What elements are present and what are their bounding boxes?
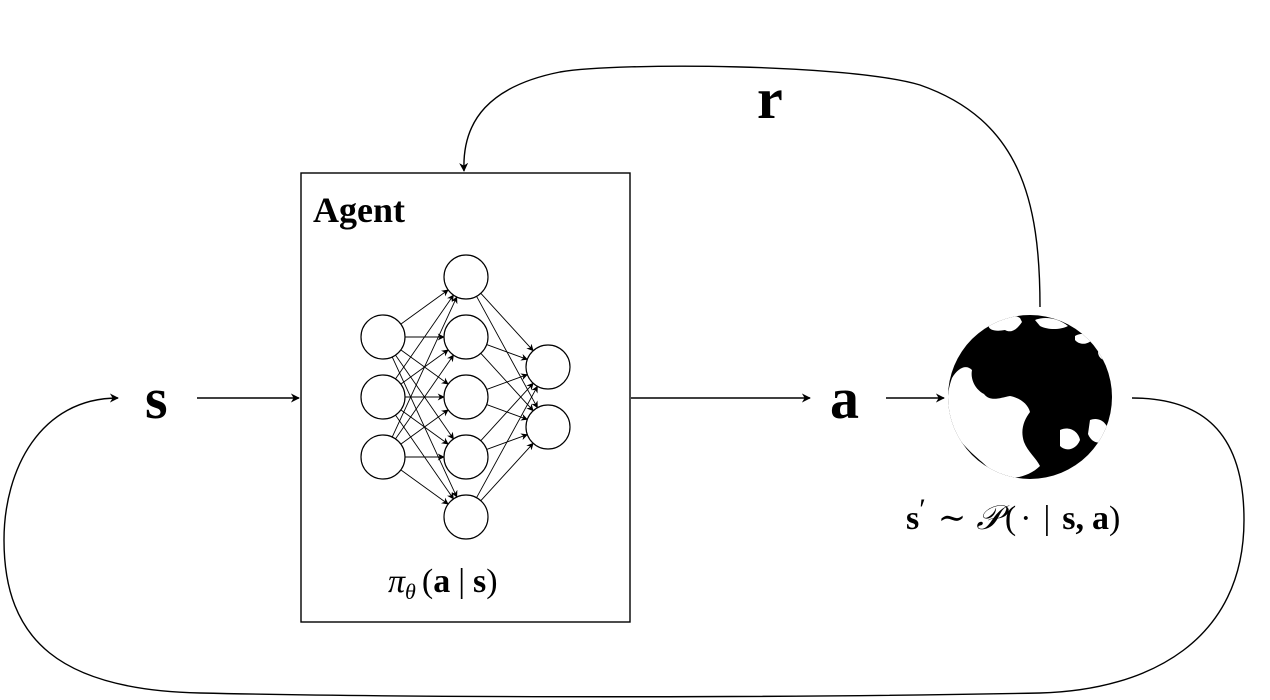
- reward-label: r: [757, 66, 783, 131]
- policy-pi: π: [388, 563, 406, 600]
- transition-action: a: [1092, 500, 1109, 537]
- policy-close-paren: ): [486, 563, 497, 600]
- network-edge-1-2-0: [486, 373, 528, 390]
- action-label: a: [830, 366, 859, 431]
- network-edge-0-2-1: [395, 354, 454, 440]
- reward-arrow: [459, 65, 1041, 308]
- policy-bar: |: [458, 563, 465, 600]
- policy-network: [360, 254, 571, 540]
- state-label: s: [145, 366, 168, 431]
- network-node-layer1-1: [443, 314, 489, 360]
- network-edge-1-0-0: [480, 292, 534, 352]
- network-node-layer0-1: [360, 374, 406, 420]
- network-node-layer1-4: [443, 494, 489, 540]
- transition-label: s′∼𝒫(·|s,a): [906, 493, 1120, 537]
- transition-bar: |: [1043, 500, 1050, 537]
- network-node-layer0-0: [360, 314, 406, 360]
- network-node-layer2-0: [525, 344, 571, 390]
- transition-tilde: ∼: [938, 500, 967, 537]
- transition-close-paren: ): [1109, 500, 1120, 537]
- network-node-layer1-3: [443, 434, 489, 480]
- transition-open-paren: (: [1005, 500, 1016, 537]
- network-edge-1-3-0: [480, 382, 534, 442]
- transition-state: s,: [1062, 500, 1084, 537]
- globe-icon: [948, 315, 1112, 479]
- policy-state: s: [473, 563, 486, 600]
- network-node-layer0-2: [360, 434, 406, 480]
- network-edge-1-1-0: [486, 344, 528, 361]
- network-edge-0-0-0: [400, 289, 449, 325]
- network-node-layer1-2: [443, 374, 489, 420]
- policy-theta: θ: [405, 579, 416, 604]
- transition-prime: ′: [919, 493, 926, 526]
- network-edge-0-2-2: [400, 409, 449, 445]
- policy-action: a: [433, 563, 450, 600]
- network-node-layer1-0: [443, 254, 489, 300]
- network-edge-0-2-0: [391, 296, 458, 438]
- policy-label: πθ(a|s): [388, 563, 498, 604]
- network-node-layer2-1: [525, 404, 571, 450]
- network-edge-1-4-0: [476, 385, 538, 498]
- network-edge-0-2-4: [400, 469, 449, 505]
- transition-dot: ·: [1020, 500, 1031, 537]
- network-edge-0-1-0: [395, 294, 454, 380]
- transition-next-state: s: [906, 500, 919, 537]
- network-edge-1-4-1: [480, 442, 534, 502]
- agent-title: Agent: [313, 190, 405, 230]
- next-state-loop-arrow: [3, 393, 1245, 698]
- policy-open-paren: (: [422, 563, 433, 600]
